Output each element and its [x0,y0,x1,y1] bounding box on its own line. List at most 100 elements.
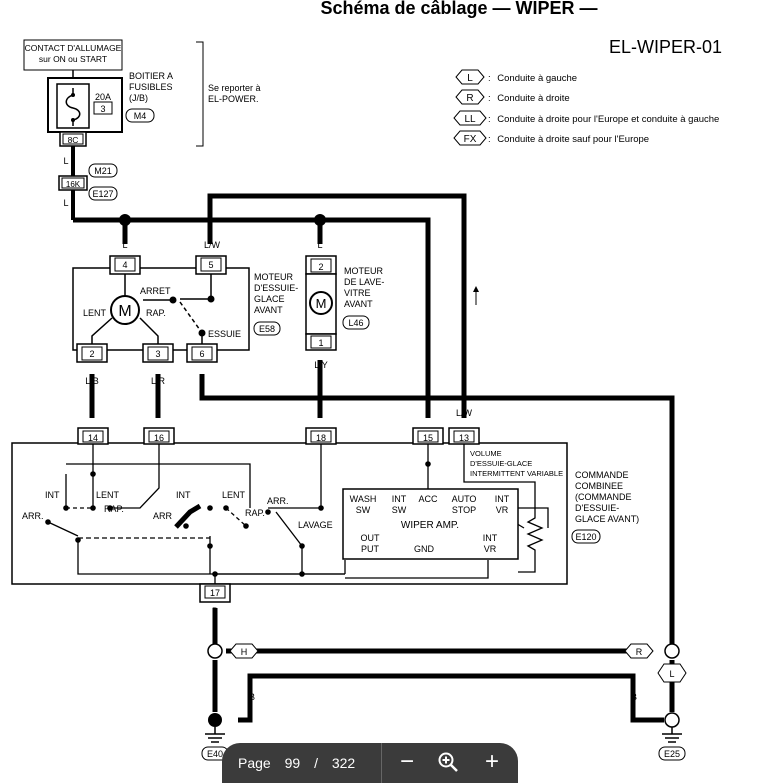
legend-text-ll: : Conduite à droite pour l'Europe et con… [488,114,719,125]
svg-text:GND: GND [414,544,435,554]
zoom-in-button[interactable]: + [484,748,499,775]
legend-text-fx: : Conduite à droite sauf pour l'Europe [488,134,649,145]
wire-label-lb: L/B [85,376,99,386]
legend-item-r: R : Conduite à droite [455,89,570,105]
wiper-amp-title: WIPER AMP. [401,520,459,531]
switch-arr3: ARR. [267,496,289,506]
washer-motor-connector: L46 [348,318,363,328]
svg-text:GLACE: GLACE [254,294,285,304]
ground-symbol [205,727,682,743]
svg-text:AVANT: AVANT [344,299,373,309]
combination-switch-connector: E120 [575,532,596,542]
svg-text:D'ESSUIE-: D'ESSUIE- [575,503,619,513]
wire-label-b-gnd-right: B [631,692,637,702]
legend-badge-l [455,69,485,85]
switch-pin-14: 14 [88,433,98,443]
fuse-icon [65,88,81,126]
wire-label-b-gnd-mid: B [249,692,255,702]
wiper-motor-pin-6: 6 [199,349,204,359]
washer-motor: 2 M 1 [305,255,337,351]
see-ref-line1: Se reporter à [208,83,261,93]
ignition-switch-label: CONTACT D'ALLUMAGE sur ON ou START [23,39,123,71]
fuse-box-line2: FUSIBLES [129,82,173,92]
svg-text:H: H [241,647,248,657]
diagram-title: Schéma de câblage — WIPER — [320,0,597,18]
svg-text:VITRE: VITRE [344,288,371,298]
fuse-amp: 20A [95,92,111,102]
wiper-motor-essuie: ESSUIE [208,329,241,339]
wires [73,193,675,723]
switch-rap1: RAP. [104,504,124,514]
switch-pin-17: 17 [210,588,220,598]
switch-lever [174,503,202,529]
wiper-motor-connector: E58 [259,324,275,334]
switch-rap2: RAP. [245,508,265,518]
see-ref-line2: EL-POWER. [208,94,259,104]
wire-label-lr: L/R [151,376,166,386]
svg-text:INT: INT [483,533,498,543]
zoom-out-button[interactable]: − [399,748,414,775]
switch-pin-18: 18 [316,433,326,443]
ground-connector-right: E25 [664,749,680,759]
diagram-id: EL-WIPER-01 [609,37,722,57]
fuse-slot: 3 [100,104,105,114]
svg-text:(COMMANDE: (COMMANDE [575,492,632,502]
legend-text-r: : Conduite à droite [488,93,570,104]
toolbar-divider [381,743,382,783]
switch-arr1: ARR. [22,511,44,521]
washer-motor-label: MOTEUR DE LAVE- VITRE AVANT [344,266,384,309]
fuse-box-line1: BOITIER A [129,71,173,81]
switch-pin-15: 15 [423,433,433,443]
wiper-motor-arret: ARRET [140,286,171,296]
svg-text:PUT: PUT [361,544,380,554]
page-current[interactable]: 99 [284,755,301,771]
joint-connector-top: M21 [94,166,112,176]
switch-pin-13: 13 [459,433,469,443]
ignition-line1: CONTACT D'ALLUMAGE [25,43,122,53]
legend-badge-ll [453,110,487,126]
ground-badge-r [624,643,654,659]
wiper-motor-rap: RAP. [146,308,166,318]
svg-text:WASH: WASH [350,494,377,504]
joint-connector-bottom: E127 [92,189,113,199]
svg-text:COMMANDE: COMMANDE [575,470,629,480]
switch-lent2: LENT [222,490,246,500]
page-total: 322 [331,755,356,771]
wiper-motor-pin-5: 5 [208,260,213,270]
svg-text:OUT: OUT [361,533,381,543]
junction-dot [119,214,131,226]
wire-label-b-gnd-far: B [669,692,675,702]
wiper-motor-pin-3: 3 [155,349,160,359]
wire-label-l-amp: L [425,408,430,418]
wiper-motor-pin-2: 2 [89,349,94,359]
svg-text:VR: VR [496,505,509,515]
magnifier-plus-icon [438,752,458,772]
svg-text:ACC: ACC [418,494,438,504]
svg-text:L: L [669,669,674,679]
volume-line3: INTERMITTENT VARIABLE [470,469,563,478]
wire-label-l-top: L [63,156,68,166]
legend-item-fx: FX : Conduite à droite sauf pour l'Europ… [453,130,649,146]
fuse-box-connector: M4 [134,111,147,121]
legend-item-l: L : Conduite à gauche [455,69,577,85]
svg-text:DE LAVE-: DE LAVE- [344,277,384,287]
legend: L : Conduite à gauche R : Conduite à dro… [453,69,719,146]
svg-text:AVANT: AVANT [254,305,283,315]
switch-int1: INT [45,490,60,500]
svg-text:D'ESSUIE-: D'ESSUIE- [254,283,298,293]
svg-text:INT: INT [495,494,510,504]
wiper-motor: 4 5 2 3 6 M ARRET LENT RAP. ESSUIE [72,255,250,363]
svg-text:SW: SW [392,505,407,515]
wiper-motor-pin-4: 4 [122,260,127,270]
wire-label-b-switch: B [212,606,218,616]
wire-label-ly: L/Y [314,360,328,370]
svg-text:M: M [316,296,327,311]
zoom-in-icon-button[interactable] [433,747,463,777]
wire-label-b-gnd-left: B [212,692,218,702]
ground-connector-left: E40 [207,749,223,759]
svg-text:GLACE AVANT): GLACE AVANT) [575,514,639,524]
junction-dot [314,214,326,226]
washer-motor-icon [309,291,333,315]
svg-text:MOTEUR: MOTEUR [344,266,383,276]
